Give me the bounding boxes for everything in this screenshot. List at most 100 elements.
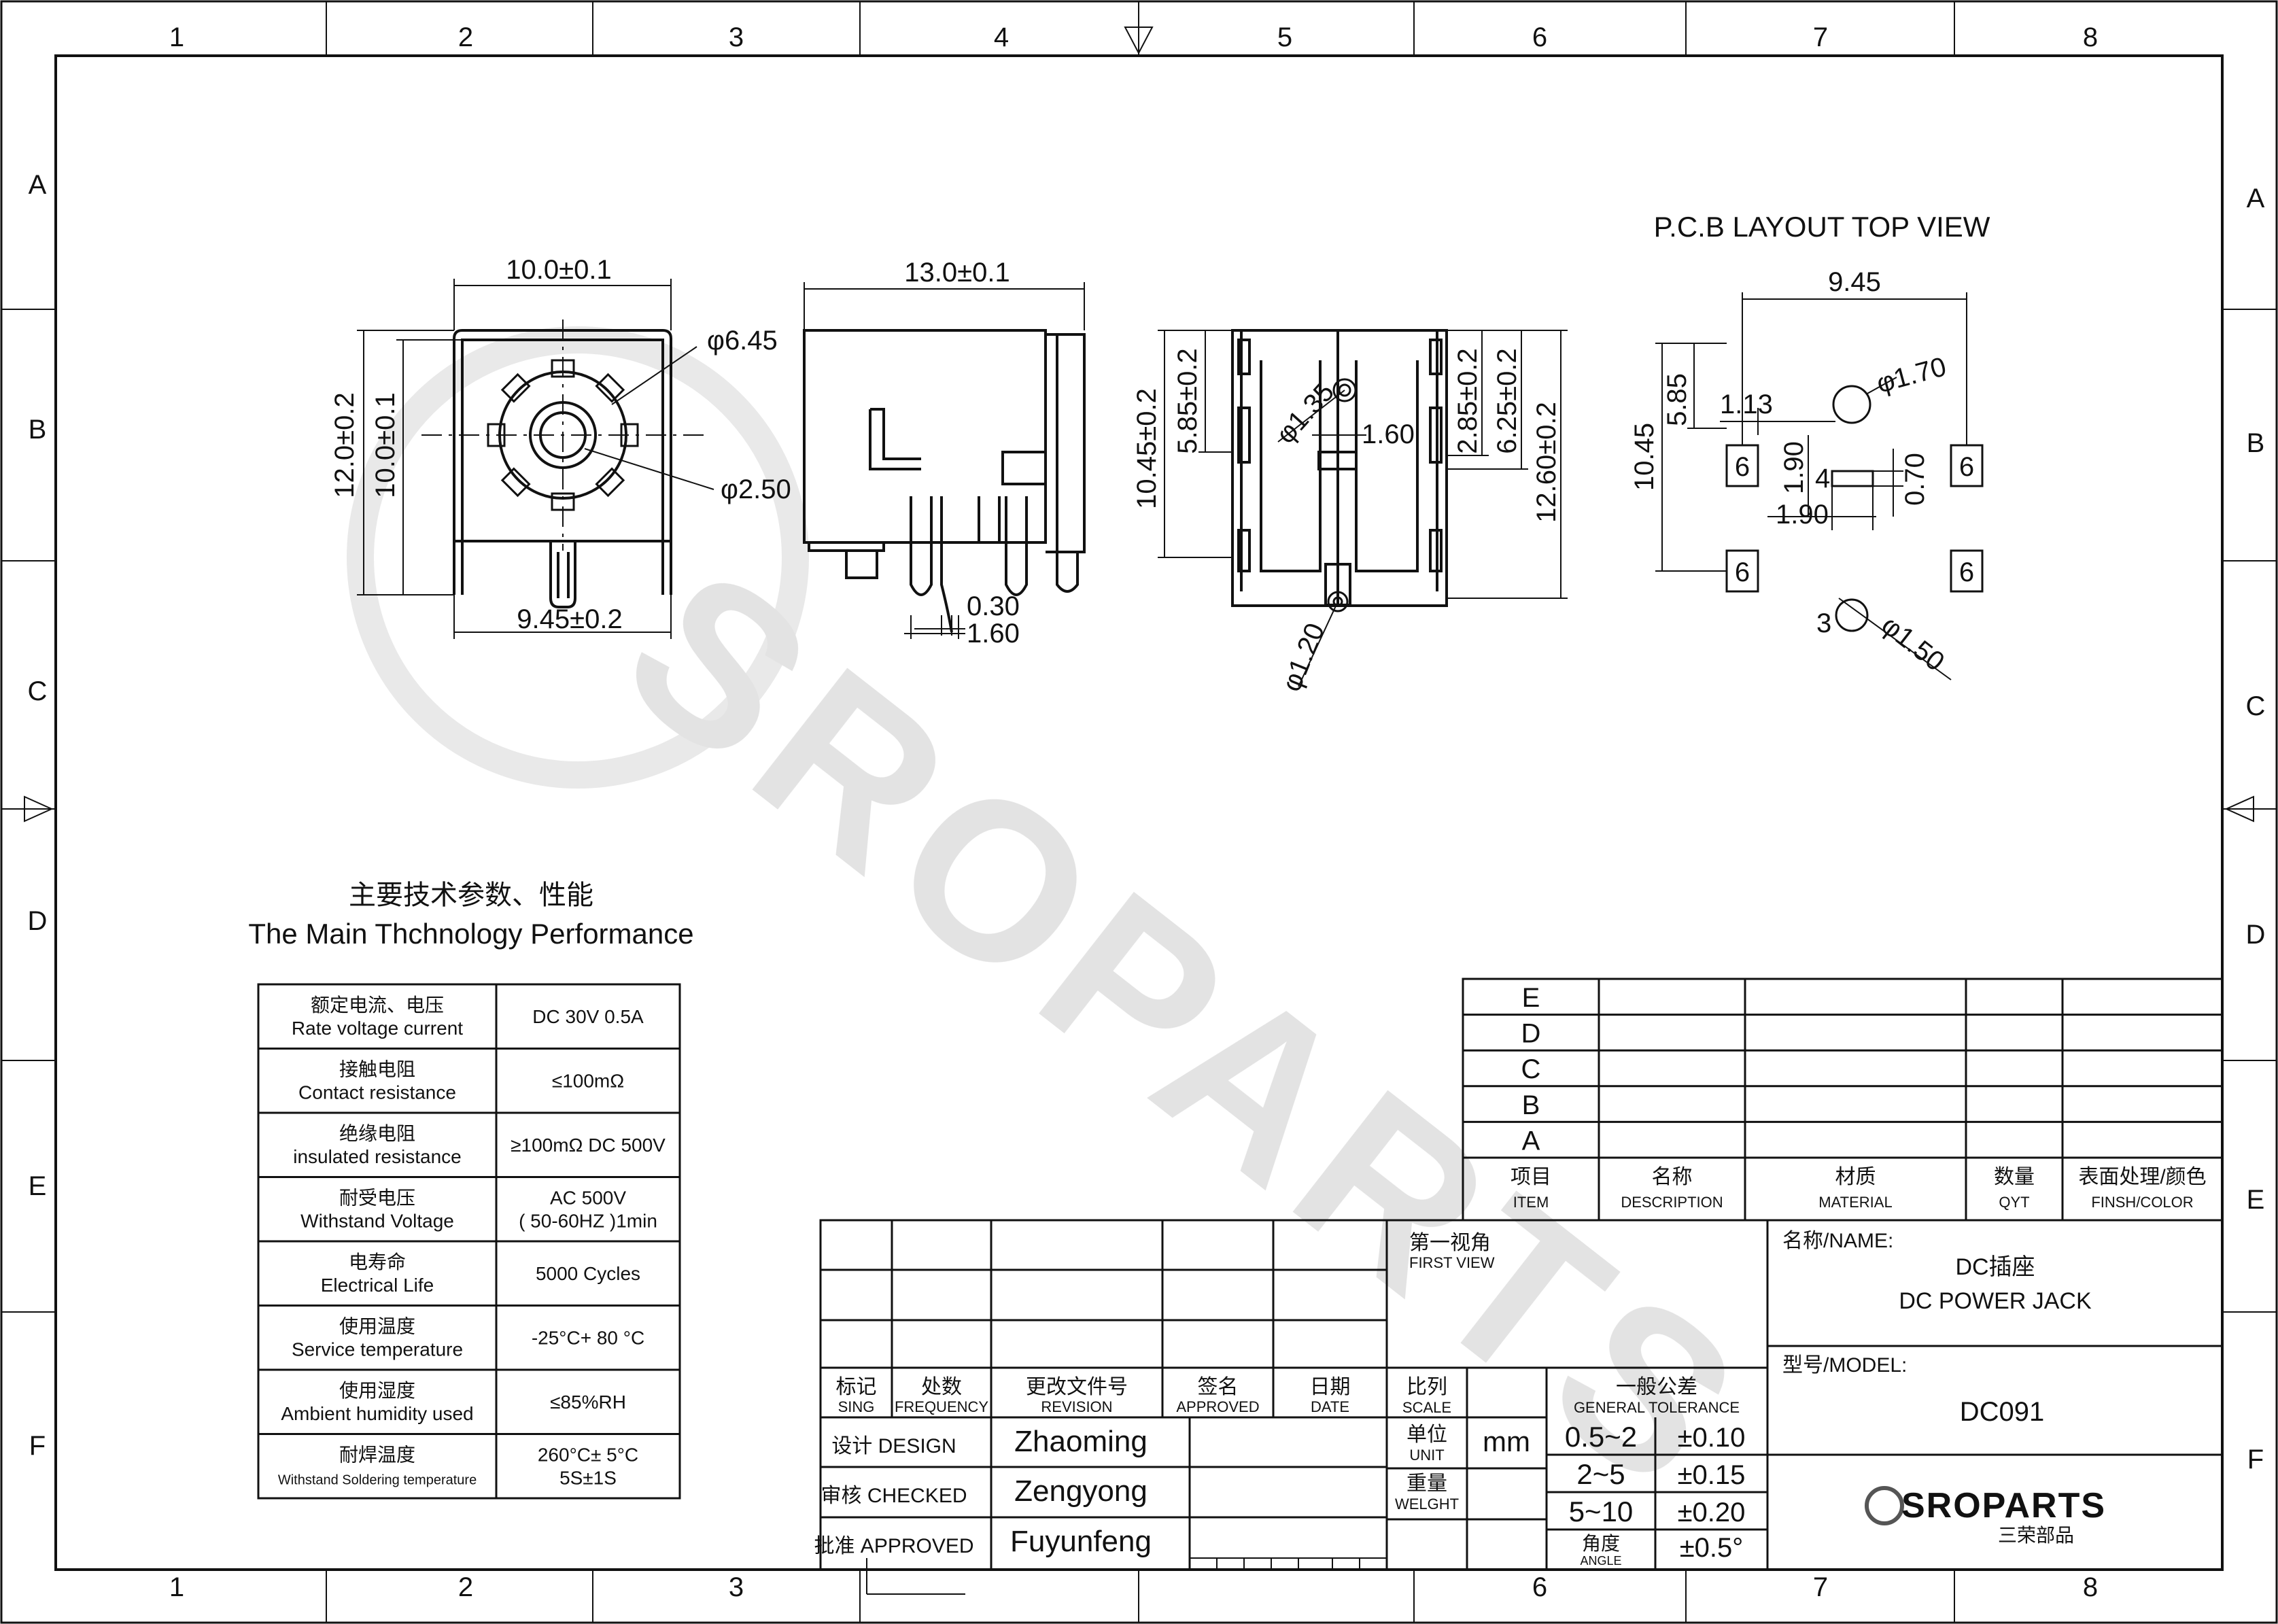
col-label-top-2: 2 bbox=[458, 22, 473, 52]
pcb-height: 10.45 bbox=[1629, 423, 1659, 491]
rev-header-en: DATE bbox=[1311, 1398, 1349, 1415]
logo-text: SROPARTS bbox=[1901, 1486, 2106, 1525]
signoff-label: 设计 DESIGN bbox=[831, 1435, 956, 1457]
bom-row-label: D bbox=[1521, 1019, 1541, 1049]
front-view: 10.0±0.1 12.0±0.2 10.0±0.1 9.45±0.2 φ6.4… bbox=[330, 255, 791, 639]
back-dim-total-height: 10.45±0.2 bbox=[1132, 388, 1162, 509]
signoff-name: Fuyunfeng bbox=[1010, 1525, 1152, 1558]
signoff-name: Zhaoming bbox=[1014, 1425, 1147, 1458]
bom-header-en: FINSH/COLOR bbox=[2091, 1194, 2193, 1211]
rev-header-en: SING bbox=[838, 1398, 875, 1415]
name-label: 名称/NAME: bbox=[1782, 1230, 1893, 1252]
row-label-left-F: F bbox=[29, 1431, 46, 1461]
spec-value: DC 30V 0.5A bbox=[532, 1006, 644, 1027]
bom-header-en: QYT bbox=[1999, 1194, 2029, 1211]
logo-mark-icon bbox=[1865, 1486, 1904, 1525]
front-dim-top: 10.0±0.1 bbox=[506, 255, 611, 285]
tolerance-value: ±0.20 bbox=[1678, 1498, 1746, 1527]
tolerance-range: 2~5 bbox=[1576, 1458, 1625, 1490]
logo-text-cn: 三荣部品 bbox=[1998, 1525, 2074, 1546]
pcb-dim-2: 1.90 bbox=[1779, 441, 1809, 494]
title-block-border bbox=[819, 1219, 2224, 1571]
tolerance-value: ±0.10 bbox=[1678, 1423, 1746, 1453]
spec-label-cn: 使用湿度 bbox=[339, 1380, 415, 1401]
pcb-width: 9.45 bbox=[1828, 267, 1881, 297]
pcb-dia-1: φ1.70 bbox=[1874, 351, 1950, 398]
row-label-right-B: B bbox=[2247, 428, 2265, 458]
spec-label-en: Electrical Life bbox=[321, 1275, 434, 1296]
spec-label-cn: 耐受电压 bbox=[339, 1188, 415, 1209]
spec-label-cn: 额定电流、电压 bbox=[311, 995, 444, 1016]
specs-section: 主要技术参数、性能 The Main Thchnology Performanc… bbox=[248, 880, 694, 1500]
angle-label-cn: 角度 bbox=[1582, 1533, 1620, 1554]
side-view: 13.0±0.1 0.30 1.60 bbox=[803, 258, 1086, 649]
spec-value-2: 5S±1S bbox=[559, 1468, 617, 1489]
scale-label-cn: 比列 bbox=[1407, 1376, 1447, 1398]
weight-label-en: WELGHT bbox=[1395, 1496, 1459, 1513]
spec-value: 5000 Cycles bbox=[536, 1263, 640, 1284]
pcb-dim-1: 1.13 bbox=[1720, 390, 1773, 419]
front-dia-outer: φ6.45 bbox=[707, 326, 778, 356]
col-label-top-7: 7 bbox=[1813, 22, 1828, 52]
pcb-layout: P.C.B LAYOUT TOP VIEW bbox=[1629, 211, 1990, 680]
bom-row-label: B bbox=[1522, 1090, 1540, 1120]
signoff-name: Zengyong bbox=[1014, 1474, 1147, 1508]
spec-value-2: ( 50-60HZ )1min bbox=[519, 1211, 657, 1232]
back-dim-right-3: 12.60±0.2 bbox=[1532, 402, 1561, 523]
watermark-text: SROPARTS bbox=[583, 519, 1792, 1541]
spec-label-en: Rate voltage current bbox=[292, 1018, 463, 1039]
col-label-bottom-7: 7 bbox=[1813, 1572, 1828, 1602]
back-dim-right-2: 6.25±0.2 bbox=[1492, 348, 1522, 453]
name-value-en: DC POWER JACK bbox=[1899, 1288, 2092, 1314]
side-dim-pin-width: 0.30 bbox=[967, 591, 1020, 621]
pcb-pad-label-3: 6 bbox=[1735, 557, 1750, 587]
spec-label-en: Contact resistance bbox=[298, 1082, 456, 1103]
angle-label-en: ANGLE bbox=[1580, 1554, 1621, 1568]
back-view: 10.45±0.2 5.85±0.2 φ1.35 1.60 2.85±0.2 6… bbox=[1132, 329, 1568, 696]
weight-label-cn: 重量 bbox=[1407, 1472, 1447, 1495]
back-dim-partial-height: 5.85±0.2 bbox=[1173, 348, 1203, 453]
row-label-left-D: D bbox=[28, 906, 48, 936]
col-label-bottom-1: 1 bbox=[169, 1572, 184, 1602]
spec-label-cn: 耐焊温度 bbox=[339, 1445, 415, 1466]
spec-value: ≤85%RH bbox=[550, 1392, 626, 1413]
pcb-title: P.C.B LAYOUT TOP VIEW bbox=[1654, 211, 1990, 243]
col-label-top-3: 3 bbox=[729, 22, 744, 52]
bom-header-en: DESCRIPTION bbox=[1621, 1194, 1723, 1211]
spec-value: ≥100mΩ DC 500V bbox=[511, 1135, 666, 1156]
col-label-bottom-8: 8 bbox=[2083, 1572, 2098, 1602]
spec-value: -25°C+ 80 °C bbox=[532, 1328, 644, 1349]
unit-value: mm bbox=[1483, 1426, 1530, 1457]
rev-header-en: REVISION bbox=[1041, 1398, 1112, 1415]
rev-header-en: APPROVED bbox=[1176, 1398, 1259, 1415]
pcb-pad-label-4: 6 bbox=[1959, 557, 1974, 587]
bom-header-cn: 表面处理/颜色 bbox=[2078, 1166, 2206, 1188]
back-dia-lower: φ1.20 bbox=[1277, 619, 1331, 696]
spec-label-en: Ambient humidity used bbox=[281, 1403, 473, 1424]
pcb-height-2: 5.85 bbox=[1662, 373, 1692, 426]
spec-label-en: Service temperature bbox=[292, 1339, 463, 1360]
unit-label-en: UNIT bbox=[1409, 1447, 1444, 1464]
rev-header-cn: 更改文件号 bbox=[1026, 1376, 1128, 1398]
pcb-pin-4-label: 4 bbox=[1815, 464, 1830, 494]
unit-label-cn: 单位 bbox=[1407, 1423, 1447, 1446]
spec-value: 260°C± 5°C bbox=[538, 1445, 638, 1466]
pcb-dim-3: 1.90 bbox=[1776, 500, 1829, 530]
model-label: 型号/MODEL: bbox=[1782, 1354, 1907, 1377]
spec-label-en: Withstand Voltage bbox=[300, 1211, 454, 1232]
spec-label-cn: 使用温度 bbox=[339, 1316, 415, 1337]
bom-header-cn: 名称 bbox=[1652, 1166, 1693, 1188]
rev-header-cn: 处数 bbox=[921, 1376, 962, 1398]
pcb-dim-4: 0.70 bbox=[1900, 453, 1930, 506]
side-dim-top: 13.0±0.1 bbox=[904, 258, 1009, 288]
bom-row-label: A bbox=[1522, 1126, 1540, 1156]
bom-row-label: C bbox=[1521, 1054, 1541, 1084]
col-label-bottom-2: 2 bbox=[458, 1572, 473, 1602]
col-label-top-4: 4 bbox=[994, 22, 1009, 52]
rev-header-en: FREQUENCY bbox=[895, 1398, 988, 1415]
row-label-left-A: A bbox=[29, 170, 47, 200]
tolerance-range: 0.5~2 bbox=[1565, 1421, 1637, 1453]
spec-value: AC 500V bbox=[550, 1188, 626, 1209]
